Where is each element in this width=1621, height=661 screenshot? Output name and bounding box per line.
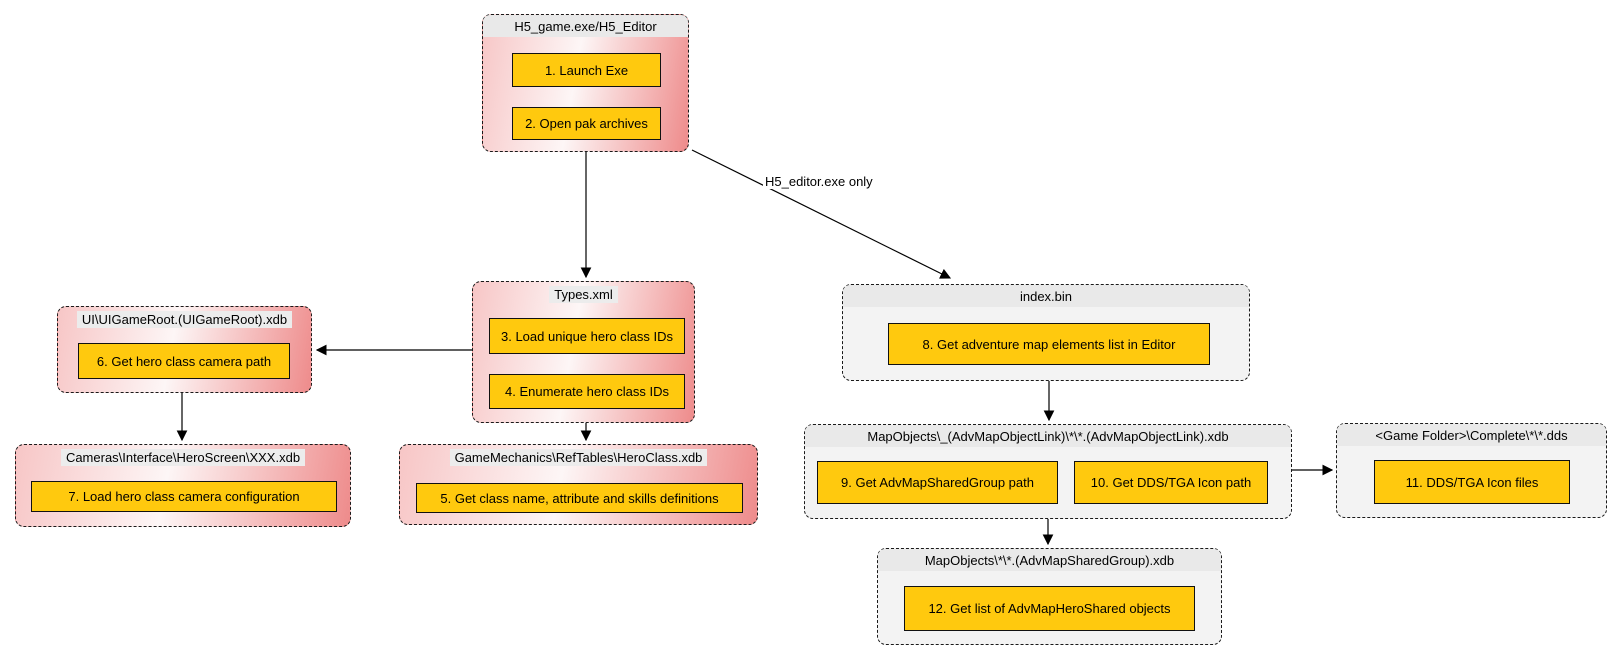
node-cameras-title: Cameras\Interface\HeroScreen\XXX.xdb [16,445,350,466]
step-11: 11. DDS/TGA Icon files [1374,460,1570,504]
node-mapobjlink: MapObjects\_(AdvMapObjectLink)\*\*.(AdvM… [804,424,1292,519]
node-cameras: Cameras\Interface\HeroScreen\XXX.xdb 7. … [15,444,351,527]
node-gamefolder-title: <Game Folder>\Complete\*\*.dds [1337,424,1606,446]
node-heroclass: GameMechanics\RefTables\HeroClass.xdb 5.… [399,444,758,525]
node-h5game: H5_game.exe/H5_Editor 1. Launch Exe 2. O… [482,14,689,152]
step-3: 3. Load unique hero class IDs [489,318,685,354]
arrow-h5game-indexbin [691,149,952,279]
node-gamefolder: <Game Folder>\Complete\*\*.dds 11. DDS/T… [1336,423,1607,518]
node-h5game-title: H5_game.exe/H5_Editor [483,15,688,37]
step-12: 12. Get list of AdvMapHeroShared objects [904,586,1195,631]
node-types-title: Types.xml [473,282,694,303]
step-10: 10. Get DDS/TGA Icon path [1074,461,1268,504]
node-uigameroot: UI\UIGameRoot.(UIGameRoot).xdb 6. Get he… [57,306,312,393]
step-5: 5. Get class name, attribute and skills … [416,483,743,513]
step-4: 4. Enumerate hero class IDs [489,374,685,409]
step-2: 2. Open pak archives [512,107,661,140]
step-8: 8. Get adventure map elements list in Ed… [888,323,1210,365]
step-1: 1. Launch Exe [512,53,661,87]
node-sharedgroup-title: MapObjects\*\*.(AdvMapSharedGroup).xdb [878,549,1221,571]
node-indexbin-title: index.bin [843,285,1249,307]
edge-label-h5-editor-only: H5_editor.exe only [763,174,875,189]
step-9: 9. Get AdvMapSharedGroup path [817,461,1058,504]
node-indexbin: index.bin 8. Get adventure map elements … [842,284,1250,381]
step-7: 7. Load hero class camera configuration [31,481,337,512]
step-6: 6. Get hero class camera path [78,343,290,379]
node-mapobjlink-title: MapObjects\_(AdvMapObjectLink)\*\*.(AdvM… [805,425,1291,447]
node-sharedgroup: MapObjects\*\*.(AdvMapSharedGroup).xdb 1… [877,548,1222,645]
node-types: Types.xml 3. Load unique hero class IDs … [472,281,695,423]
node-heroclass-title: GameMechanics\RefTables\HeroClass.xdb [400,445,757,466]
node-uigameroot-title: UI\UIGameRoot.(UIGameRoot).xdb [58,307,311,328]
